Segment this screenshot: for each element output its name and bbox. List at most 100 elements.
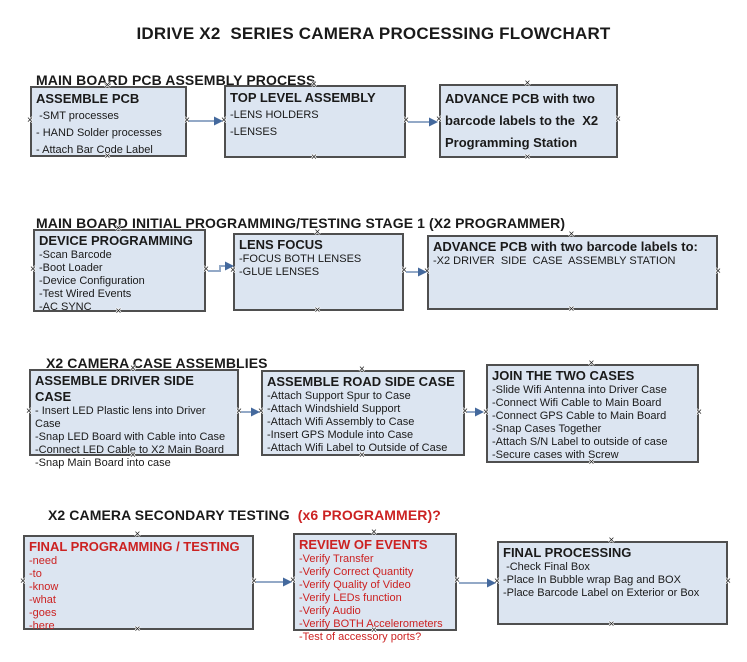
- box-item: -Attach Wifi Assembly to Case: [267, 416, 415, 428]
- box-item: -AC SYNC: [39, 301, 92, 313]
- box-title: DEVICE PROGRAMMING: [39, 233, 193, 248]
- flow-box-device-programming[interactable]: DEVICE PROGRAMMING -Scan Barcode-Boot Lo…: [30, 224, 209, 317]
- box-item: -Slide Wifi Antenna into Driver Case: [492, 384, 667, 396]
- flow-box-final-processing[interactable]: FINAL PROCESSING -Check Final Box-Place …: [494, 536, 731, 630]
- box-item: -to: [29, 568, 42, 580]
- box-item: -Test of accessory ports?: [299, 631, 422, 643]
- flow-box-top-level-assembly[interactable]: TOP LEVEL ASSEMBLY -LENS HOLDERS-LENSES …: [221, 80, 409, 163]
- box-item: -Attach Support Spur to Case: [267, 390, 411, 402]
- box-title: ASSEMBLE PCB: [36, 91, 140, 106]
- box-item: -GLUE LENSES: [239, 266, 320, 278]
- flow-box-advance-pcb-programming-station[interactable]: ADVANCE PCB with two barcode labels to t…: [436, 79, 621, 163]
- box-title: FINAL PROGRAMMING / TESTING: [29, 539, 240, 554]
- flow-box-review-of-events[interactable]: REVIEW OF EVENTS -Verify Transfer-Verify…: [290, 528, 460, 644]
- section-header-label: X2 CAMERA CASE ASSEMBLIES: [45, 355, 268, 371]
- section-header-label: X2 CAMERA SECONDARY TESTING: [47, 507, 298, 523]
- box-item: -Snap Main Board into case: [35, 457, 171, 469]
- connection-point-icon: ×: [311, 152, 317, 163]
- box-item: -know: [29, 581, 59, 593]
- box-item-list: -need-to-know-what-goes-here: [25, 555, 252, 633]
- section-header-label: MAIN BOARD PCB ASSEMBLY PROCESS: [35, 72, 316, 88]
- box-item: -Place In Bubble wrap Bag and BOX: [503, 574, 681, 586]
- box-item: -Place Barcode Label on Exterior or Box: [503, 587, 700, 599]
- connection-point-icon: ×: [608, 619, 615, 630]
- box-item-list: -LENS HOLDERS -LENSES: [226, 107, 404, 141]
- section-header-initial-programming: MAIN BOARD INITIAL PROGRAMMING/TESTING S…: [20, 199, 565, 247]
- connector-arrow[interactable]: [467, 405, 485, 419]
- box-item: -Verify Correct Quantity: [299, 566, 414, 578]
- connector-arrow[interactable]: [241, 405, 261, 419]
- box-item: -Verify LEDs function: [299, 592, 402, 604]
- box-item: -Boot Loader: [39, 262, 103, 274]
- connection-point-icon: ×: [524, 152, 531, 163]
- box-item: -need: [29, 555, 58, 567]
- box-item: -Verify BOTH Accelerometers: [299, 618, 443, 630]
- flow-box-lens-focus[interactable]: LENS FOCUS -FOCUS BOTH LENSES-GLUE LENSE…: [230, 228, 407, 316]
- box-item: -Verify Transfer: [299, 553, 374, 565]
- box-title: ASSEMBLE ROAD SIDE CASE: [267, 374, 455, 389]
- box-item: -Test Wired Events: [39, 288, 132, 300]
- box-item: -FOCUS BOTH LENSES: [239, 253, 362, 265]
- flow-box-assemble-driver-side-case[interactable]: ASSEMBLE DRIVER SIDE CASE - Insert LED P…: [26, 364, 242, 470]
- box-item-list: -Check Final Box-Place In Bubble wrap Ba…: [499, 561, 726, 600]
- box-item: -Snap Cases Together: [492, 423, 602, 435]
- box-item: -Insert GPS Module into Case: [267, 429, 414, 441]
- flow-box-final-programming-testing[interactable]: FINAL PROGRAMMING / TESTING -need-to-kno…: [20, 530, 257, 635]
- box-title: ADVANCE PCB with two barcode labels to t…: [445, 91, 602, 150]
- connection-point-icon: ×: [725, 576, 731, 587]
- connector-arrow-elbow[interactable]: [208, 260, 235, 276]
- box-item-list: -Attach Support Spur to Case-Attach Wind…: [263, 390, 463, 455]
- section-header-label: MAIN BOARD INITIAL PROGRAMMING/TESTING S…: [35, 215, 566, 231]
- box-item: - Attach Bar Code Label: [36, 144, 153, 156]
- connection-point-icon: ×: [615, 114, 621, 125]
- connector-arrow[interactable]: [408, 115, 439, 129]
- box-item: -Check Final Box: [503, 561, 590, 573]
- connection-point-icon: ×: [696, 406, 702, 418]
- box-item: -SMT processes: [36, 110, 119, 122]
- box-title: FINAL PROCESSING: [503, 545, 632, 560]
- flow-box-assemble-pcb[interactable]: ASSEMBLE PCB -SMT processes - HAND Solder…: [27, 81, 190, 162]
- connector-arrow[interactable]: [406, 265, 428, 279]
- box-title: REVIEW OF EVENTS: [299, 537, 428, 552]
- box-item: -LENS HOLDERS: [230, 109, 319, 121]
- box-item-list: -Scan Barcode-Boot Loader-Device Configu…: [35, 249, 204, 314]
- box-item: -Connect GPS Cable to Main Board: [492, 410, 667, 422]
- box-item: -Scan Barcode: [39, 249, 112, 261]
- box-item: -Snap LED Board with Cable into Case: [35, 431, 226, 443]
- box-item-list: -Verify Transfer-Verify Correct Quantity…: [295, 553, 455, 644]
- box-title: JOIN THE TWO CASES: [492, 368, 635, 383]
- box-item: -what: [29, 594, 56, 606]
- section-header-case-assemblies: X2 CAMERA CASE ASSEMBLIES: [30, 339, 268, 387]
- box-item: -LENSES: [230, 126, 278, 138]
- box-item-list: -FOCUS BOTH LENSES-GLUE LENSES: [235, 253, 402, 279]
- flow-box-advance-pcb-driver-side[interactable]: ADVANCE PCB with two barcode labels to: …: [424, 230, 721, 315]
- connector-arrow[interactable]: [459, 576, 497, 590]
- connection-point-icon: ×: [568, 304, 575, 315]
- box-item: - HAND Solder processes: [36, 127, 162, 139]
- box-item: -Connect Wifi Cable to Main Board: [492, 397, 662, 409]
- box-item-list: -SMT processes - HAND Solder processes - A…: [32, 108, 185, 159]
- box-item: -Attach Windshield Support: [267, 403, 401, 415]
- box-item: -Attach Wifi Label to Outside of Case: [267, 442, 448, 454]
- box-title: ADVANCE PCB with two barcode labels to:: [433, 239, 698, 254]
- box-item: -Verify Quality of Video: [299, 579, 411, 591]
- section-header-secondary-testing: X2 CAMERA SECONDARY TESTING (x6 PROGRAMM…: [32, 491, 441, 539]
- section-header-pcb-assembly: MAIN BOARD PCB ASSEMBLY PROCESS: [20, 56, 315, 104]
- box-item-list: -X2 DRIVER SIDE CASE ASSEMBLY STATION: [429, 255, 716, 268]
- box-item: -Secure cases with Screw: [492, 449, 619, 461]
- flow-box-join-the-two-cases[interactable]: JOIN THE TWO CASES -Slide Wifi Antenna i…: [483, 359, 702, 468]
- box-item: -X2 DRIVER SIDE CASE ASSEMBLY STATION: [433, 255, 676, 267]
- box-title: ASSEMBLE DRIVER SIDE CASE: [35, 373, 198, 404]
- box-item: -Connect LED Cable to X2 Main Board: [35, 444, 224, 456]
- connector-arrow[interactable]: [189, 114, 224, 128]
- box-item: -here: [29, 620, 55, 632]
- box-item-list: - Insert LED Plastic lens into Driver Ca…: [31, 405, 237, 470]
- box-item: -Verify Audio: [299, 605, 361, 617]
- box-title: LENS FOCUS: [239, 237, 323, 252]
- connector-arrow[interactable]: [256, 575, 293, 589]
- connection-point-icon: ×: [715, 265, 721, 277]
- flow-box-assemble-road-side-case[interactable]: ASSEMBLE ROAD SIDE CASE -Attach Support …: [258, 365, 468, 461]
- box-item: -Device Configuration: [39, 275, 145, 287]
- page-title: IDRIVE X2 SERIES CAMERA PROCESSING FLOWC…: [136, 24, 611, 43]
